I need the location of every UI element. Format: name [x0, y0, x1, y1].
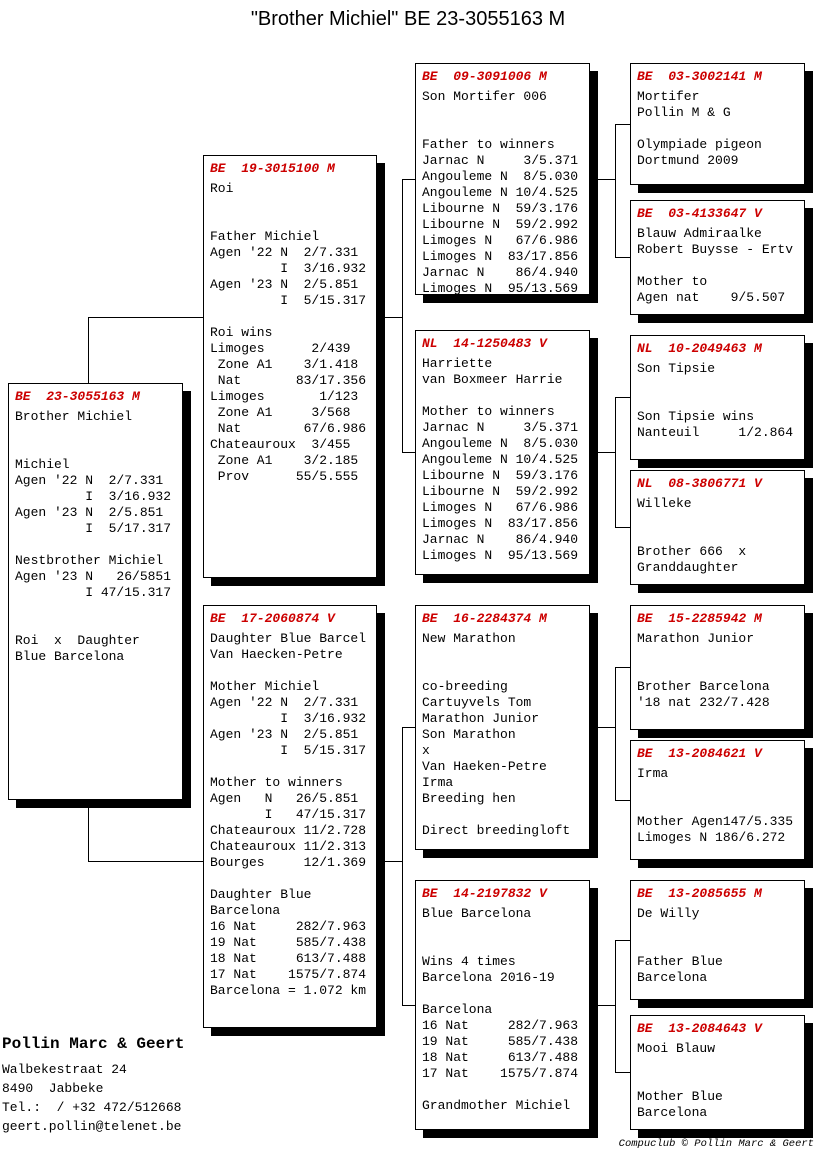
pedigree-box-grandmother-paternal: NL 14-1250483 V Harriette van Boxmeer Ha… — [415, 330, 590, 575]
connector-to-fm — [402, 452, 415, 453]
connector-mm-stub — [590, 1005, 615, 1006]
pedigree-box-grandfather-maternal: BE 16-2284374 M New Marathon co-breeding… — [415, 605, 590, 850]
ring-number: NL 14-1250483 V — [422, 336, 547, 351]
ring-number: BE 13-2084621 V — [637, 746, 762, 761]
pedigree-box-great-grandparent-3: NL 10-2049463 M Son Tipsie Son Tipsie wi… — [630, 335, 805, 460]
connector-to-fmf — [615, 397, 630, 398]
connector-to-mmm — [615, 1072, 630, 1073]
pigeon-details: Willeke Brother 666 x Granddaughter — [637, 496, 747, 575]
connector-to-mm — [402, 1005, 415, 1006]
ring-number: BE 19-3015100 M — [210, 161, 335, 176]
connector-to-ff — [402, 179, 415, 180]
owner-address: Walbekestraat 24 8490 Jabbeke Tel.: / +3… — [2, 1062, 182, 1134]
owner-block: Pollin Marc & Geert Walbekestraat 24 849… — [2, 1034, 184, 1136]
ring-number: NL 10-2049463 M — [637, 341, 762, 356]
pedigree-box-great-grandparent-7: BE 13-2085655 M De Willy Father Blue Bar… — [630, 880, 805, 1000]
connector-to-ffm — [615, 257, 630, 258]
pigeon-details: Irma Mother Agen147/5.335 Limoges N 186/… — [637, 766, 794, 845]
pigeon-details: New Marathon co-breeding Cartuyvels Tom … — [422, 631, 571, 838]
ring-number: BE 15-2285942 M — [637, 611, 762, 626]
connector-father-stub — [377, 317, 402, 318]
connector-ff-vertical — [615, 124, 616, 258]
connector-mf-stub — [590, 727, 615, 728]
connector-father-vertical — [402, 179, 403, 453]
pedigree-box-great-grandparent-4: NL 08-3806771 V Willeke Brother 666 x Gr… — [630, 470, 805, 585]
connector-ff-stub — [590, 179, 615, 180]
footer-credit: Compuclub © Pollin Marc & Geert — [618, 1138, 814, 1150]
ring-number: BE 03-3002141 M — [637, 69, 762, 84]
ring-number: NL 08-3806771 V — [637, 476, 762, 491]
pedigree-box-father: BE 19-3015100 M Roi Father Michiel Agen … — [203, 155, 377, 578]
page-title: "Brother Michiel" BE 23-3055163 M — [250, 8, 566, 30]
ring-number: BE 14-2197832 V — [422, 886, 547, 901]
pigeon-details: Marathon Junior Brother Barcelona '18 na… — [637, 631, 770, 710]
connector-fm-vertical — [615, 397, 616, 528]
ring-number: BE 17-2060874 V — [210, 611, 335, 626]
pigeon-details: Blauw Admiraalke Robert Buysse - Ertv Mo… — [637, 226, 794, 305]
ring-number: BE 16-2284374 M — [422, 611, 547, 626]
connector-root-to-mother — [88, 861, 203, 862]
connector-to-mfm — [615, 800, 630, 801]
connector-to-fmm — [615, 527, 630, 528]
owner-name: Pollin Marc & Geert — [2, 1035, 185, 1053]
pedigree-box-mother: BE 17-2060874 V Daughter Blue Barcel Van… — [203, 605, 377, 1028]
pigeon-details: Mooi Blauw Mother Blue Barcelona — [637, 1041, 723, 1120]
pedigree-box-great-grandparent-2: BE 03-4133647 V Blauw Admiraalke Robert … — [630, 200, 805, 315]
pigeon-details: Roi Father Michiel Agen '22 N 2/7.331 I … — [210, 181, 367, 484]
connector-mm-vertical — [615, 940, 616, 1073]
pedigree-box-great-grandparent-8: BE 13-2084643 V Mooi Blauw Mother Blue B… — [630, 1015, 805, 1130]
connector-root-to-father — [88, 317, 203, 318]
pedigree-box-subject: BE 23-3055163 M Brother Michiel Michiel … — [8, 383, 183, 800]
ring-number: BE 03-4133647 V — [637, 206, 762, 221]
connector-to-mff — [615, 667, 630, 668]
connector-fm-stub — [590, 452, 615, 453]
pigeon-details: Son Mortifer 006 Father to winners Jarna… — [422, 89, 579, 296]
ring-number: BE 13-2085655 M — [637, 886, 762, 901]
connector-to-mf — [402, 727, 415, 728]
connector-to-fff — [615, 124, 630, 125]
pigeon-details: Mortifer Pollin M & G Olympiade pigeon D… — [637, 89, 762, 168]
pigeon-details: Daughter Blue Barcel Van Haecken-Petre M… — [210, 631, 367, 998]
pedigree-box-great-grandparent-5: BE 15-2285942 M Marathon Junior Brother … — [630, 605, 805, 730]
pedigree-box-grandmother-maternal: BE 14-2197832 V Blue Barcelona Wins 4 ti… — [415, 880, 590, 1130]
pigeon-details: De Willy Father Blue Barcelona — [637, 906, 723, 985]
pedigree-box-great-grandparent-6: BE 13-2084621 V Irma Mother Agen147/5.33… — [630, 740, 805, 860]
pigeon-details: Blue Barcelona Wins 4 times Barcelona 20… — [422, 906, 579, 1113]
connector-mother-stub — [377, 861, 402, 862]
pedigree-box-great-grandparent-1: BE 03-3002141 M Mortifer Pollin M & G Ol… — [630, 63, 805, 185]
ring-number: BE 13-2084643 V — [637, 1021, 762, 1036]
ring-number: BE 23-3055163 M — [15, 389, 140, 404]
pedigree-box-grandfather-paternal: BE 09-3091006 M Son Mortifer 006 Father … — [415, 63, 590, 296]
connector-to-mmf — [615, 940, 630, 941]
pigeon-details: Brother Michiel Michiel Agen '22 N 2/7.3… — [15, 409, 172, 664]
connector-mf-vertical — [615, 667, 616, 801]
pigeon-details: Son Tipsie Son Tipsie wins Nanteuil 1/2.… — [637, 361, 794, 440]
ring-number: BE 09-3091006 M — [422, 69, 547, 84]
pigeon-details: Harriette van Boxmeer Harrie Mother to w… — [422, 356, 579, 563]
connector-mother-vertical — [402, 727, 403, 1006]
